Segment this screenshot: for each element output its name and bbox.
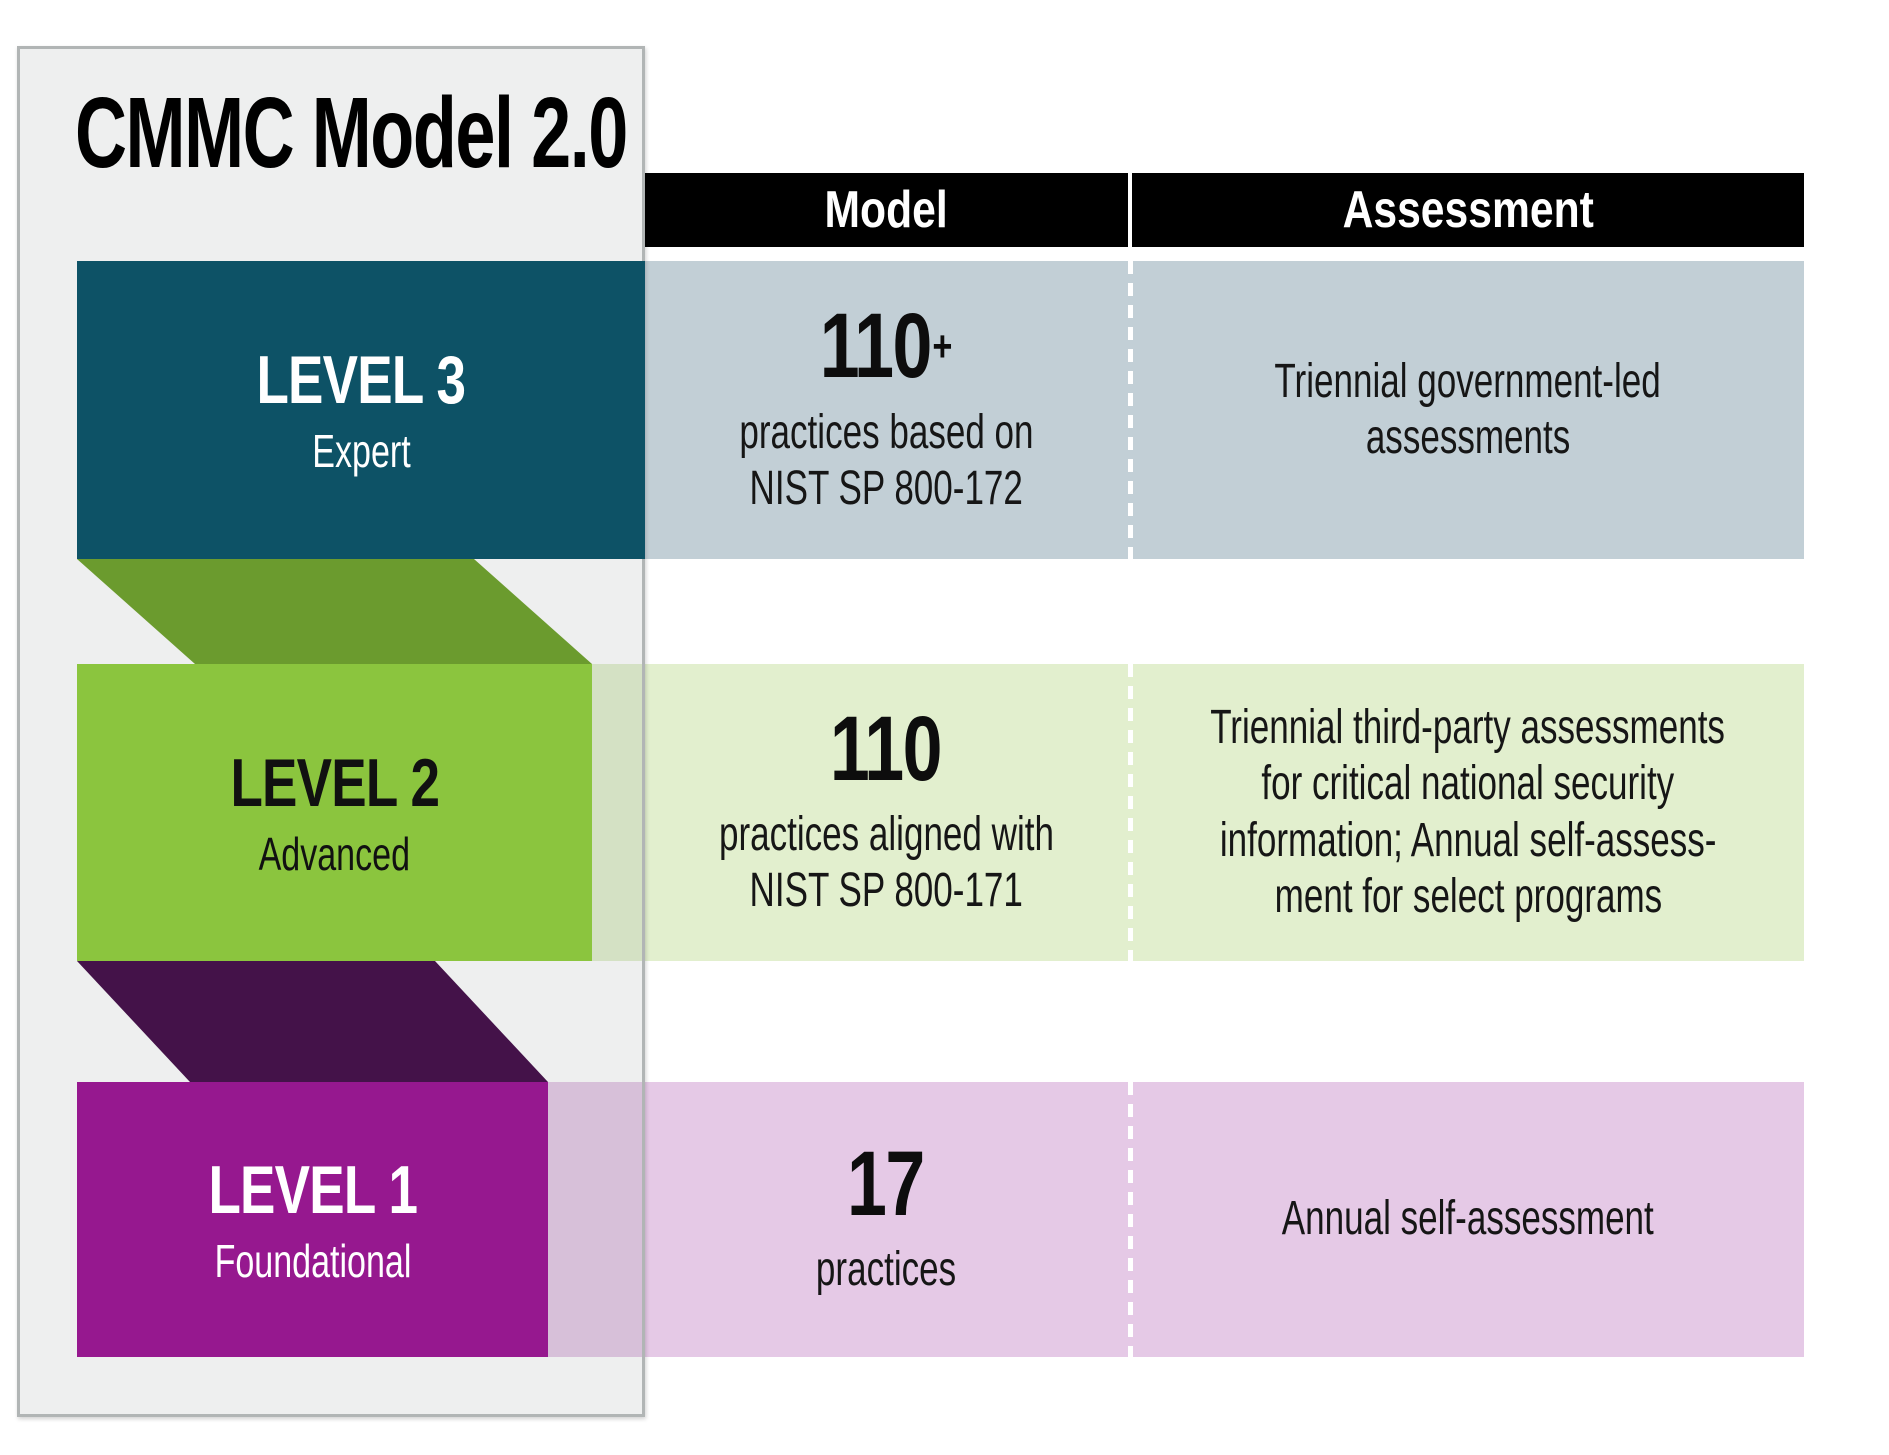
- diagram-title: CMMC Model 2.0: [75, 77, 628, 189]
- level-2-assessment-text-line: Triennial third-party assessments: [1210, 701, 1726, 755]
- level-2-row-band: [592, 664, 1804, 961]
- level-3-model-cell: 110+ practices based on NIST SP 800-172: [645, 261, 1128, 559]
- level-2-label: LEVEL 2: [230, 744, 440, 821]
- assessment-column-header: Assessment: [1132, 173, 1804, 247]
- level-2-assessment-text-line: information; Annual self-assess-: [1219, 813, 1717, 867]
- level-2-tier-name: Advanced: [258, 827, 411, 880]
- level-2-practice-count: 110: [830, 697, 943, 800]
- level-2-assessment-text-line: for critical national security: [1261, 757, 1675, 811]
- level-3-label: LEVEL 3: [256, 342, 467, 418]
- column-divider-dashed-level-2: [1128, 664, 1133, 961]
- model-column-header: Model: [645, 173, 1128, 247]
- level-1-model-text-line: practices: [816, 1243, 957, 1297]
- level-2-model-text-line: practices aligned with: [718, 808, 1055, 862]
- level-3-box: LEVEL 3 Expert: [77, 261, 645, 559]
- model-column-header-label: Model: [824, 181, 949, 239]
- level-1-practice-count: 17: [847, 1132, 925, 1235]
- level-2-model-cell: 110 practices aligned with NIST SP 800-1…: [645, 664, 1128, 961]
- level-3-model-text-line: NIST SP 800-172: [749, 461, 1024, 515]
- level-3-tier-name: Expert: [311, 425, 411, 477]
- level-1-box: LEVEL 1 Foundational: [77, 1082, 548, 1357]
- level-2-assessment-cell: Triennial third-party assessments for cr…: [1132, 664, 1804, 961]
- level-1-label: LEVEL 1: [208, 1151, 418, 1228]
- level-2-assessment-text-line: ment for select programs: [1274, 869, 1662, 923]
- level-1-assessment-cell: Annual self-assessment: [1132, 1082, 1804, 1357]
- level-1-assessment-text-line: Annual self-assessment: [1281, 1192, 1654, 1246]
- level-3-assessment-text-line: Triennial government-led: [1274, 354, 1662, 408]
- level-3-row-band: [645, 261, 1804, 559]
- plus-suffix: +: [932, 322, 953, 372]
- level-2-box: LEVEL 2 Advanced: [77, 664, 592, 961]
- level-1-tier-name: Foundational: [214, 1234, 411, 1287]
- level-1-row-band: [548, 1082, 1804, 1357]
- column-divider-dashed-level-1: [1128, 1082, 1133, 1357]
- level-3-assessment-cell: Triennial government-led assessments: [1132, 261, 1804, 559]
- level-1-model-cell: 17 practices: [645, 1082, 1128, 1357]
- level-2-model-text-line: NIST SP 800-171: [749, 864, 1024, 918]
- column-divider-dashed-level-3: [1128, 261, 1133, 559]
- level-3-assessment-text-line: assessments: [1365, 411, 1571, 464]
- level-3-model-text-line: practices based on: [739, 405, 1034, 459]
- assessment-column-header-label: Assessment: [1342, 181, 1594, 239]
- level-3-practice-count: 110+: [820, 295, 953, 398]
